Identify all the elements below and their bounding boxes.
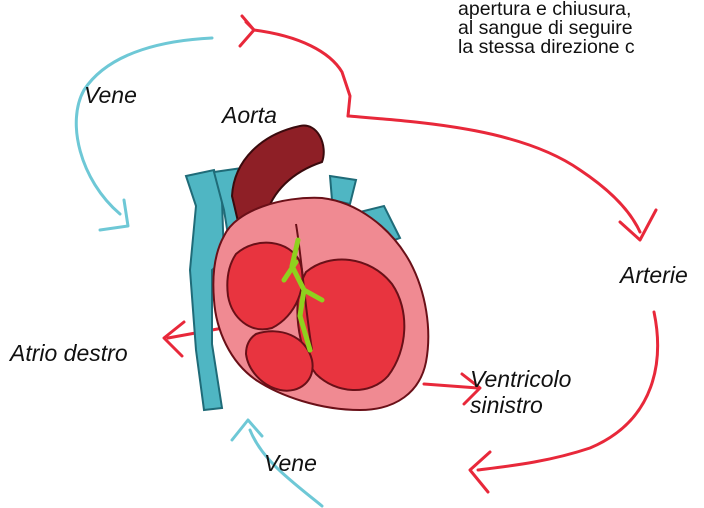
label-vene-bottom: Vene (264, 452, 317, 475)
label-aorta: Aorta (222, 104, 277, 127)
label-vene-top: Vene (84, 84, 137, 107)
venous-arrow-top (76, 38, 212, 230)
arterial-arrow-right (348, 116, 656, 240)
heart-illustration (186, 126, 428, 410)
label-arterie: Arterie (620, 264, 688, 287)
label-ventricolo: Ventricolo (470, 368, 571, 391)
arterial-arrow-top (240, 16, 350, 116)
label-atrio-destro: Atrio destro (10, 342, 128, 365)
label-sinistro: sinistro (470, 394, 543, 417)
left-ventricle (297, 260, 404, 391)
